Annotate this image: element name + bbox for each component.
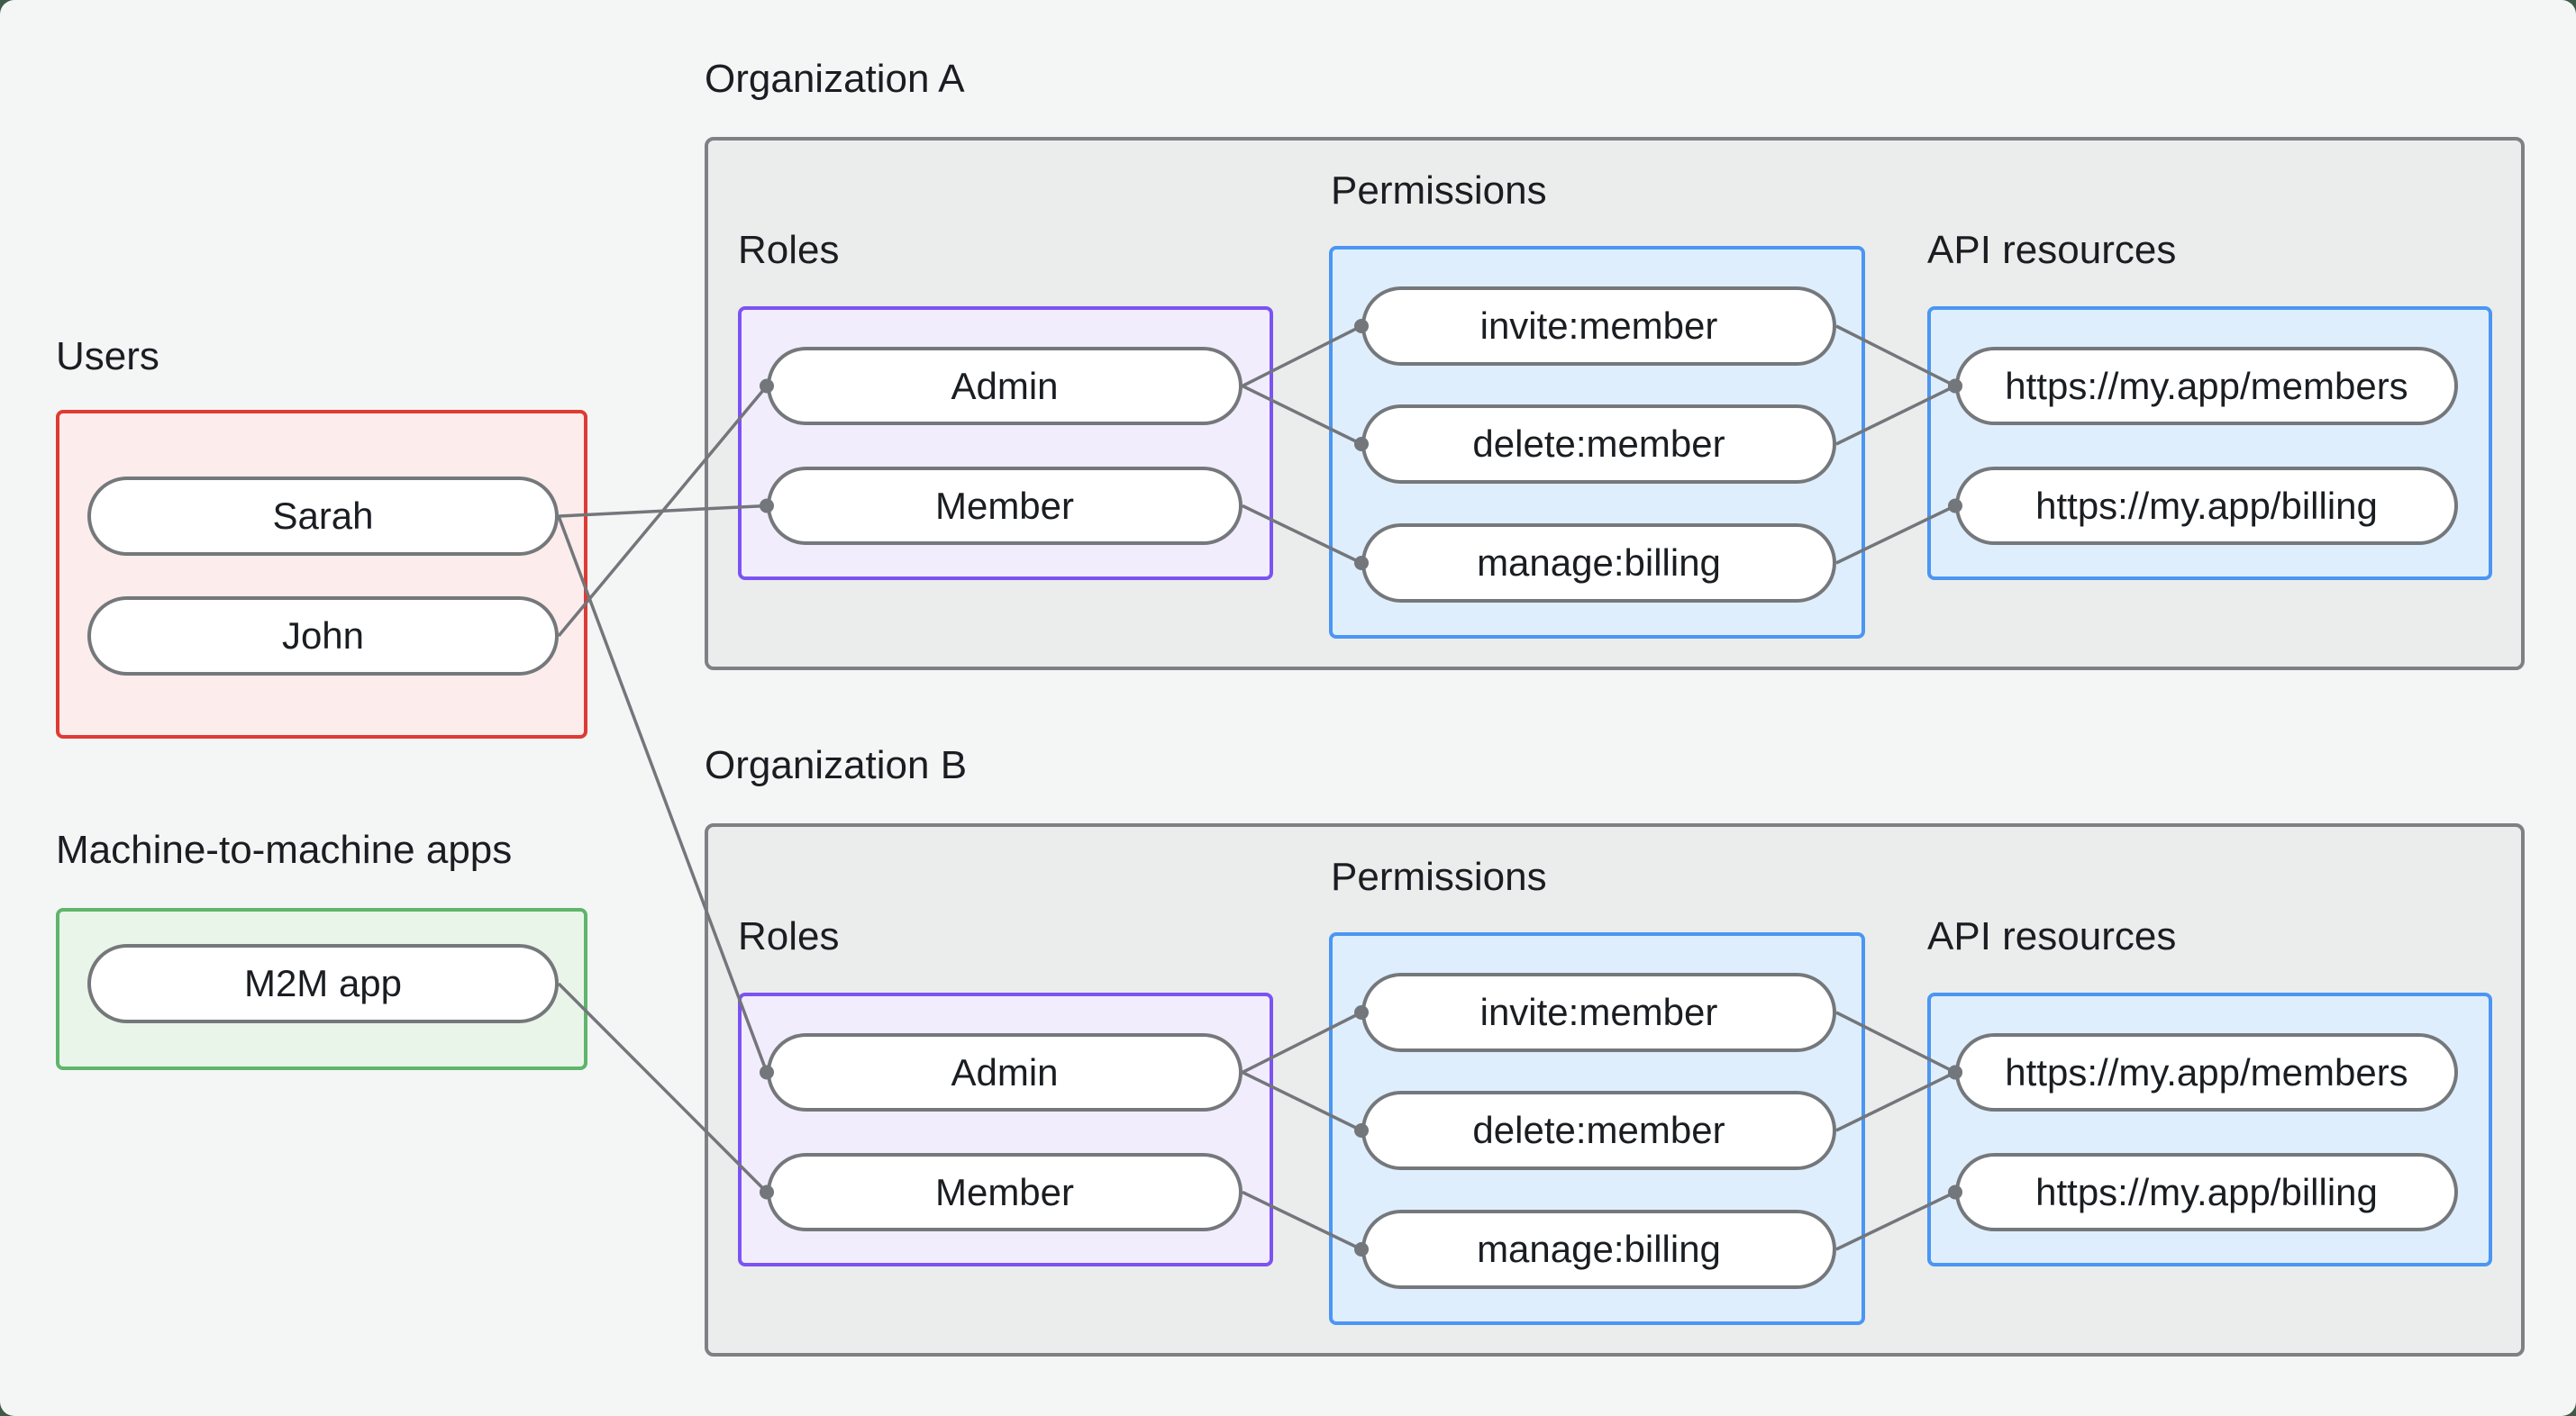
org-b-roles-label: Roles: [738, 914, 840, 958]
node-org-b-role-admin: Admin: [767, 1033, 1242, 1112]
users-group-label: Users: [56, 334, 159, 378]
node-org-a-perm-invite: invite:member: [1361, 286, 1836, 366]
m2m-group-label: Machine-to-machine apps: [56, 828, 513, 872]
org-b-permissions-label: Permissions: [1331, 855, 1547, 899]
org-a-permissions-label: Permissions: [1331, 168, 1547, 213]
node-org-b-perm-manage: manage:billing: [1361, 1210, 1836, 1289]
org-b-title: Organization B: [705, 743, 968, 787]
org-a-api-label: API resources: [1927, 228, 2177, 272]
node-org-a-perm-delete: delete:member: [1361, 404, 1836, 484]
node-org-b-api-billing: https://my.app/billing: [1955, 1153, 2458, 1231]
node-org-a-role-member: Member: [767, 467, 1242, 545]
node-org-b-api-members: https://my.app/members: [1955, 1033, 2458, 1112]
org-b-api-label: API resources: [1927, 914, 2177, 958]
node-org-a-role-admin: Admin: [767, 347, 1242, 425]
org-a-title: Organization A: [705, 57, 965, 101]
node-user-sarah: Sarah: [87, 477, 559, 556]
node-org-a-api-members: https://my.app/members: [1955, 347, 2458, 425]
node-org-b-perm-delete: delete:member: [1361, 1091, 1836, 1170]
node-org-b-perm-invite: invite:member: [1361, 973, 1836, 1052]
users-group-box: [56, 410, 587, 739]
node-org-a-api-billing: https://my.app/billing: [1955, 467, 2458, 545]
node-org-a-perm-manage: manage:billing: [1361, 523, 1836, 603]
node-org-b-role-member: Member: [767, 1153, 1242, 1231]
node-m2m-app: M2M app: [87, 944, 559, 1023]
node-user-john: John: [87, 596, 559, 676]
org-a-roles-label: Roles: [738, 228, 840, 272]
